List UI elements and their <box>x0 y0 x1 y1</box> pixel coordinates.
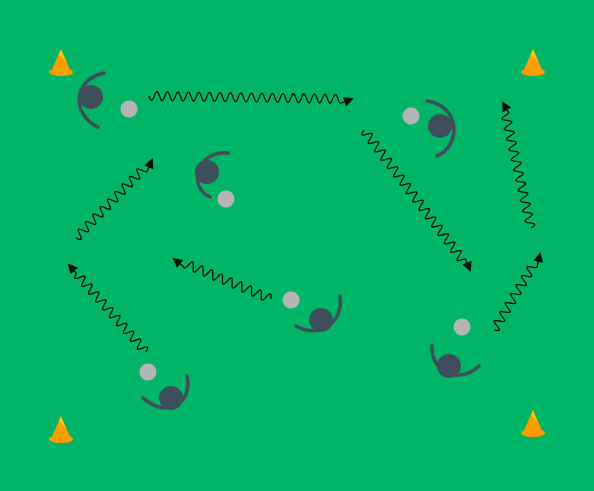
ball <box>120 100 138 118</box>
player-head <box>309 308 333 332</box>
players <box>77 71 481 410</box>
dribble-arrow-path-7 <box>493 252 544 332</box>
ball <box>402 107 420 125</box>
player-5 <box>139 363 190 410</box>
cone-top-left <box>49 49 73 76</box>
dribble-arrow-path-1 <box>148 90 354 107</box>
player-4 <box>282 291 343 333</box>
dribble-arrow-path-5 <box>361 129 472 272</box>
dribble-arrow-path-6 <box>501 101 536 229</box>
player-3 <box>402 99 456 158</box>
dribble-arrow-path-3 <box>67 263 149 353</box>
cone-bottom-left <box>49 416 73 443</box>
dribble-arrow-path-4 <box>172 257 272 301</box>
player-6 <box>430 318 481 378</box>
ball <box>453 318 471 336</box>
player-head <box>159 386 183 410</box>
ball <box>282 291 300 309</box>
ball <box>217 190 235 208</box>
ball <box>139 363 157 381</box>
dribble-paths <box>67 90 544 353</box>
cone-top-right <box>521 49 545 76</box>
player-2 <box>195 151 235 208</box>
player-1 <box>77 71 138 129</box>
dribble-arrow-path-2 <box>75 158 154 241</box>
player-shoulders <box>425 99 456 158</box>
cones <box>49 49 545 443</box>
player-head <box>195 160 219 184</box>
cone-bottom-right <box>521 410 545 437</box>
player-head <box>437 354 461 378</box>
player-head <box>428 114 452 138</box>
player-head <box>79 85 103 109</box>
